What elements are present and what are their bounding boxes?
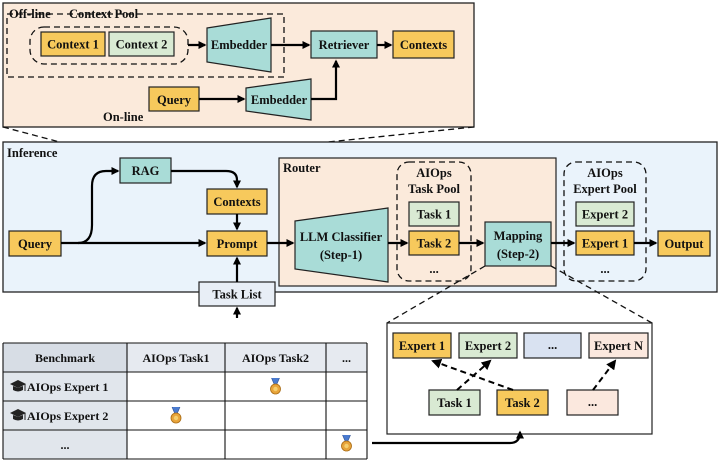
detail-expert-2: [458, 332, 518, 359]
mapping-label-1: Mapping: [494, 229, 543, 243]
map-dots-expertn: [592, 359, 617, 391]
context-1-label: Context 1: [47, 38, 99, 52]
graduation-cap-icon: [10, 380, 26, 392]
retriever-box: [310, 30, 378, 59]
prompt-label: Prompt: [217, 237, 259, 251]
offline-embedder-label: Embedder: [211, 38, 268, 52]
arrow-embedder-to-retriever-up: [311, 59, 340, 101]
table-header-benchmark: Benchmark: [35, 351, 95, 365]
task-pool-task-1: [408, 201, 460, 227]
contexts-box: [206, 188, 268, 215]
detail-task-1-label: Task 1: [437, 396, 472, 410]
query-box: [8, 230, 62, 257]
online-query-box: [148, 86, 200, 112]
online-query-label: Query: [157, 93, 192, 107]
task-pool-label-2: Task Pool: [408, 182, 461, 196]
graduation-cap-icon: [10, 409, 26, 421]
llm-classifier-label-2: (Step-1): [320, 248, 362, 262]
router-label: Router: [283, 161, 321, 175]
expert-pool-label-2: Expert Pool: [573, 182, 637, 196]
inference-label: Inference: [7, 146, 58, 160]
detail-expert-n-label: Expert N: [594, 339, 643, 353]
task-pool-region: [396, 161, 472, 282]
mapping-zoom-line-left: [386, 265, 486, 324]
llm-classifier-label-1: LLM Classifier: [300, 230, 383, 244]
offline-label: Off-line: [9, 7, 51, 21]
detail-expert-1: [392, 332, 452, 359]
expert-pool-expert-1-label: Expert 1: [582, 237, 628, 251]
table-row-1-name: AIOps Expert 1: [27, 380, 108, 394]
task-pool-task-2: [408, 230, 460, 256]
online-label: On-line: [103, 110, 144, 124]
offline-embedder-shape: [206, 17, 272, 73]
context-2-box: [108, 31, 175, 57]
detail-expert-2-label: Expert 2: [465, 339, 511, 353]
task-pool-task-2-label: Task 2: [417, 237, 452, 251]
context-pool-label: Context Pool: [69, 7, 139, 21]
task-pool-ellipsis: ...: [429, 262, 438, 276]
mapping-label-2: (Step-2): [497, 247, 539, 261]
arrow-query-to-rag: [77, 167, 120, 245]
rag-label: RAG: [132, 164, 160, 178]
task-pool-label-1: AIOps: [416, 166, 452, 180]
retriever-label: Retriever: [319, 38, 370, 52]
task-list-label: Task List: [212, 288, 262, 302]
table-row-3-name: ...: [61, 438, 70, 452]
table-header-task1: AIOps Task1: [142, 351, 209, 365]
detail-expert-dots-label: ...: [548, 338, 557, 352]
medal-icon: [341, 434, 352, 452]
detail-task-2-label: Task 2: [505, 396, 540, 410]
map-task2-expert1: [431, 359, 514, 391]
query-label: Query: [18, 237, 53, 251]
table-row-2-name: AIOps Expert 2: [27, 409, 108, 423]
table-header-dots: ...: [342, 351, 351, 365]
llm-classifier-shape: [294, 207, 389, 283]
expert-pool-expert-2-label: Expert 2: [582, 208, 628, 222]
context-1-box: [40, 31, 106, 57]
context-2-label: Context 2: [116, 38, 168, 52]
arrow-rag-to-contexts: [171, 169, 241, 189]
detail-task-dots-label: ...: [588, 395, 597, 409]
contexts-label: Contexts: [213, 195, 260, 209]
detail-task-2: [496, 389, 549, 416]
expert-pool-label-1: AIOps: [587, 166, 623, 180]
table-header-task2: AIOps Task2: [242, 351, 309, 365]
context-pool-region: [29, 26, 189, 65]
detail-expert-n: [588, 332, 649, 359]
prompt-box: [206, 230, 268, 257]
rag-box: [119, 157, 172, 184]
output-box: [657, 230, 711, 257]
online-embedder-shape: [245, 78, 312, 121]
detail-expert-dots: [523, 332, 582, 359]
benchmark-table: Benchmark AIOps Task1 AIOps Task2 ... AI…: [2, 342, 368, 460]
detail-task-dots: [566, 389, 619, 416]
medal-icon: [170, 406, 182, 424]
expert-pool-region: [563, 161, 647, 282]
expert-pool-expert-1: [575, 230, 635, 256]
expert-pool-expert-2: [575, 201, 635, 227]
detail-task-1: [428, 389, 481, 416]
medal-icon: [270, 377, 281, 395]
detail-expert-1-label: Expert 1: [399, 339, 445, 353]
task-pool-task-1-label: Task 1: [417, 208, 452, 222]
online-embedder-label: Embedder: [251, 93, 308, 107]
offline-contexts-label: Contexts: [400, 38, 447, 52]
expert-pool-ellipsis: ...: [600, 262, 609, 276]
offline-contexts-box: [392, 30, 455, 59]
arrow-table-to-mapping: [372, 430, 524, 445]
output-label: Output: [665, 237, 705, 251]
